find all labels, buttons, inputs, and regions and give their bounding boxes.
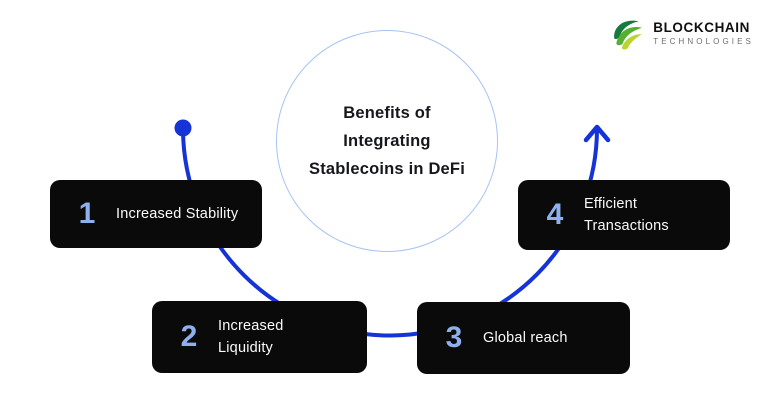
logo-swirl-dark-band — [614, 20, 639, 40]
arc-arrowhead-icon — [583, 124, 611, 143]
benefit-box-2: 2 Increased Liquidity — [152, 301, 367, 373]
benefit-number-4: 4 — [546, 198, 564, 231]
benefit-label-2: Increased Liquidity — [218, 318, 284, 356]
benefit-box-1: 1 Increased Stability — [50, 180, 262, 248]
benefit-box-4: 4 Efficient Transactions — [518, 180, 730, 250]
benefit-label-3: Global reach — [483, 330, 568, 346]
brand-name: BLOCKCHAIN — [653, 20, 750, 35]
title-line-1: Benefits of — [343, 104, 431, 122]
benefit-box-3: 3 Global reach — [417, 302, 630, 374]
title-line-3: Stablecoins in DeFi — [309, 160, 465, 178]
center-circle: Benefits of Integrating Stablecoins in D… — [276, 30, 498, 252]
brand-subtitle: TECHNOLOGIES — [653, 37, 754, 46]
benefit-label-4: Efficient Transactions — [584, 196, 669, 234]
benefit-number-2: 2 — [180, 320, 198, 353]
brand-logo: BLOCKCHAIN TECHNOLOGIES — [611, 16, 754, 50]
benefit-number-1: 1 — [78, 197, 96, 230]
logo-swirl-mid-band — [616, 26, 643, 46]
arc-start-dot-icon — [174, 119, 192, 137]
title-line-2: Integrating — [343, 132, 431, 150]
logo-swirl-light-band — [621, 34, 643, 50]
brand-text: BLOCKCHAIN TECHNOLOGIES — [653, 20, 754, 46]
diagram-title: Benefits of Integrating Stablecoins in D… — [309, 99, 465, 183]
benefit-number-3: 3 — [445, 321, 463, 354]
benefit-label-1: Increased Stability — [116, 206, 239, 222]
blockchain-logo-icon — [614, 20, 643, 50]
